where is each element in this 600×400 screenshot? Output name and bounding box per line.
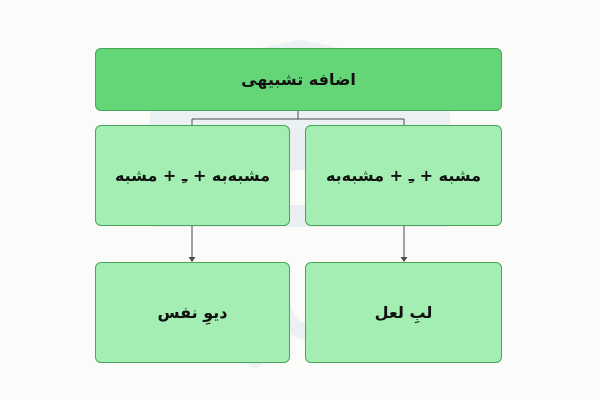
pattern-node-left: مشبه‌به + ـِ + مشبه xyxy=(95,125,290,226)
example-node-left: دیوِ نفس xyxy=(95,262,290,363)
example-node-right: لبِ لعل xyxy=(305,262,502,363)
example-label-left: دیوِ نفس xyxy=(157,303,228,322)
pattern-node-right: مشبه + ـِ + مشبه‌به xyxy=(305,125,502,226)
pattern-label-left: مشبه‌به + ـِ + مشبه xyxy=(114,166,271,185)
root-label: اضافه تشبیهی xyxy=(241,70,356,89)
root-node: اضافه تشبیهی xyxy=(95,48,502,111)
example-label-right: لبِ لعل xyxy=(374,303,433,322)
pattern-label-right: مشبه + ـِ + مشبه‌به xyxy=(325,166,482,185)
